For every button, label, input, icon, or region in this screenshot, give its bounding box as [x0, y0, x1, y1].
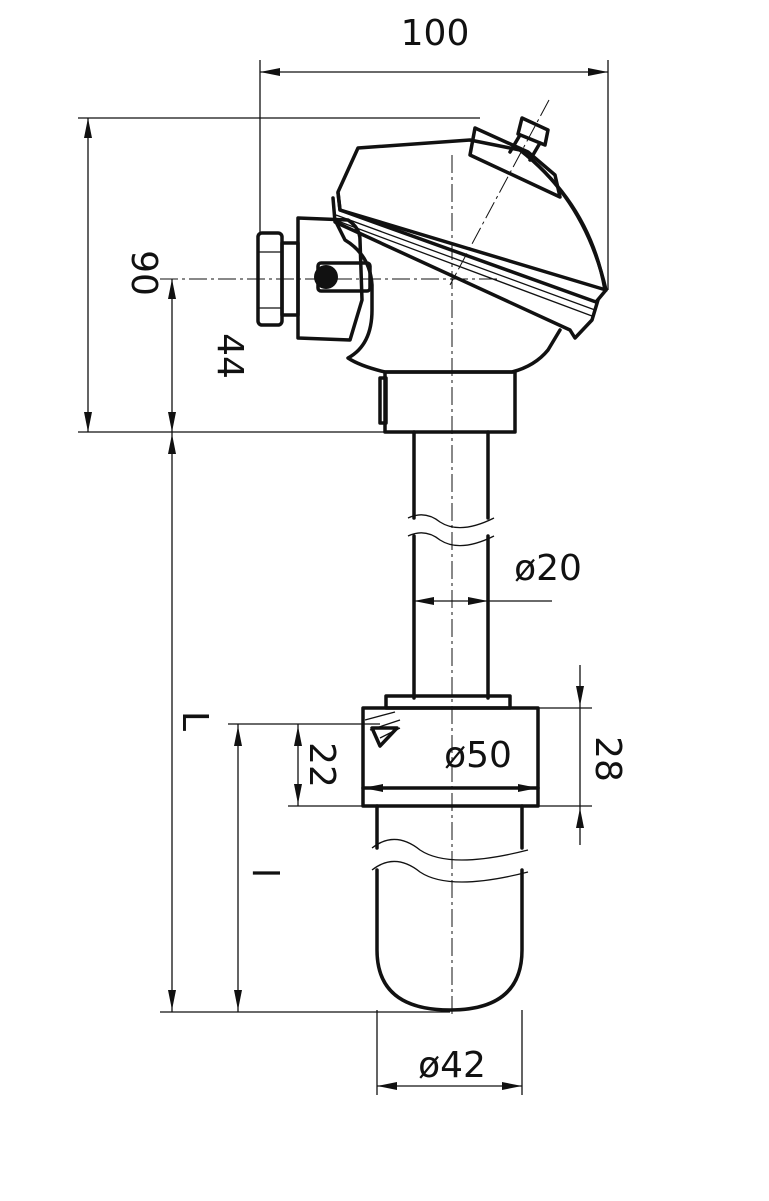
lid-boss: [468, 126, 562, 199]
lid-screw: [516, 116, 550, 147]
dim-collar-height-label: 28: [587, 736, 628, 782]
dim-head-height-label: 90: [123, 250, 164, 296]
terminal-head: [256, 116, 608, 434]
cable-end-dot: [314, 265, 338, 289]
cable-entry-block: [296, 216, 364, 342]
protection-tube: [407, 430, 495, 700]
head-gasket: [336, 191, 608, 304]
head-neck: [383, 370, 517, 434]
collar-body: [361, 706, 540, 808]
dim-total-length-label: L: [174, 711, 215, 731]
dim-head-width-label: 100: [401, 13, 470, 54]
dim-collar-offset-label: 22: [301, 742, 342, 788]
dim-insertion-length-label: l: [244, 868, 285, 878]
thermowell-pocket: [371, 804, 529, 1012]
set-screw: [370, 726, 399, 748]
dim-pocket-diameter-label: ø42: [418, 1045, 486, 1086]
dim-tube-diameter-label: ø20: [514, 548, 582, 589]
dim-cable-entry-label: 44: [209, 333, 250, 379]
dimension-labels: 100 90 44 L l 22 28 ø20 ø50 ø42: [123, 13, 628, 1086]
head-lid: [336, 138, 608, 292]
dimension-lines: [78, 60, 609, 1095]
dim-collar-diameter-label: ø50: [444, 735, 512, 776]
head-body: [333, 218, 562, 374]
center-lines: [160, 99, 550, 1015]
